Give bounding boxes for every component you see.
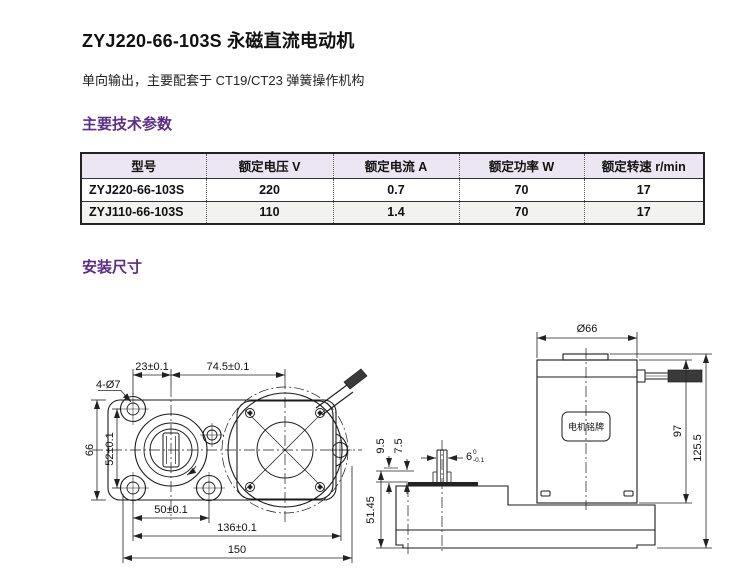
- dim-label-50: 50±0.1: [154, 504, 188, 516]
- installation-drawing: 4-Ø7 23±0.1 74.5±0.1 66 52±0.1 50±0.1 13…: [84, 323, 712, 563]
- table-row: ZYJ110-66-103S 110 1.4 70 17: [81, 200, 704, 224]
- side-dimensions: [376, 332, 712, 549]
- dim-label-23: 23±0.1: [135, 361, 169, 373]
- dim-label-6: 6: [466, 451, 472, 463]
- cable: [315, 368, 368, 416]
- mounting-hole: [193, 472, 225, 504]
- motor-top-cap: [562, 353, 609, 361]
- mounting-hole: [117, 472, 149, 504]
- cell-model: ZYJ110-66-103S: [81, 200, 206, 224]
- section-heading-parameters: 主要技术参数: [82, 116, 173, 133]
- cell-speed: 17: [583, 177, 704, 201]
- dim-label-97: 97: [672, 425, 684, 437]
- dim-label-74-5: 74.5±0.1: [207, 361, 250, 373]
- dim-label-125-5: 125.5: [692, 434, 704, 462]
- brush-caps: [540, 490, 634, 497]
- cell-speed: 17: [583, 200, 704, 224]
- front-view: 4-Ø7 23±0.1 74.5±0.1 66 52±0.1 50±0.1 13…: [84, 361, 368, 563]
- dim-label-150: 150: [228, 544, 246, 556]
- side-view: 电机铭牌: [365, 323, 712, 554]
- cell-voltage: 220: [205, 177, 333, 201]
- output-shaft-side: [432, 449, 452, 482]
- spec-table-header-row: 型号 额定电压 V 额定电流 A 额定功率 W 额定转速 r/min: [81, 153, 704, 178]
- col-header-model: 型号: [81, 153, 206, 178]
- section-heading-dimensions: 安装尺寸: [82, 259, 143, 276]
- dim-label-9-5: 9.5: [375, 438, 387, 453]
- table-row: ZYJ220-66-103S 220 0.7 70 17: [81, 177, 704, 201]
- cell-voltage: 110: [205, 200, 333, 224]
- centerlines-side: [407, 348, 587, 554]
- cell-current: 0.7: [332, 177, 459, 201]
- spec-table: 型号 额定电压 V 额定电流 A 额定功率 W 额定转速 r/min ZYJ22…: [80, 152, 705, 225]
- front-dimensions: [91, 369, 353, 563]
- dim-label-7-5: 7.5: [393, 438, 405, 453]
- spec-table-wrap: 型号 额定电压 V 额定电流 A 额定功率 W 额定转速 r/min ZYJ22…: [80, 152, 705, 225]
- mounting-hole: [117, 393, 149, 425]
- page-title: ZYJ220-66-103S 永磁直流电动机: [82, 31, 355, 51]
- dim-label-6-tol-lower: -0.1: [473, 457, 485, 464]
- dim-label-51-45: 51.45: [365, 496, 377, 524]
- col-header-power: 额定功率 W: [458, 153, 584, 178]
- page-subtitle: 单向输出，主要配套于 CT19/CT23 弹簧操作机构: [82, 73, 365, 88]
- col-header-current: 额定电流 A: [332, 153, 459, 178]
- cell-model: ZYJ220-66-103S: [81, 177, 206, 201]
- cell-current: 1.4: [332, 200, 459, 224]
- centerlines-front: [92, 378, 362, 522]
- dim-label-52: 52±0.1: [104, 432, 116, 466]
- cell-power: 70: [458, 177, 584, 201]
- gearbox-base: [395, 482, 656, 549]
- dim-label-6-tol-upper: 0: [473, 449, 477, 456]
- col-header-voltage: 额定电压 V: [205, 153, 333, 178]
- motor-wires: [636, 369, 703, 383]
- cell-power: 70: [458, 200, 584, 224]
- dim-label-66: 66: [84, 444, 96, 456]
- dim-label-136: 136±0.1: [217, 522, 257, 534]
- dim-label-d66: Ø66: [577, 323, 598, 335]
- dim-label-4-d7: 4-Ø7: [96, 379, 120, 391]
- col-header-speed: 额定转速 r/min: [583, 153, 704, 178]
